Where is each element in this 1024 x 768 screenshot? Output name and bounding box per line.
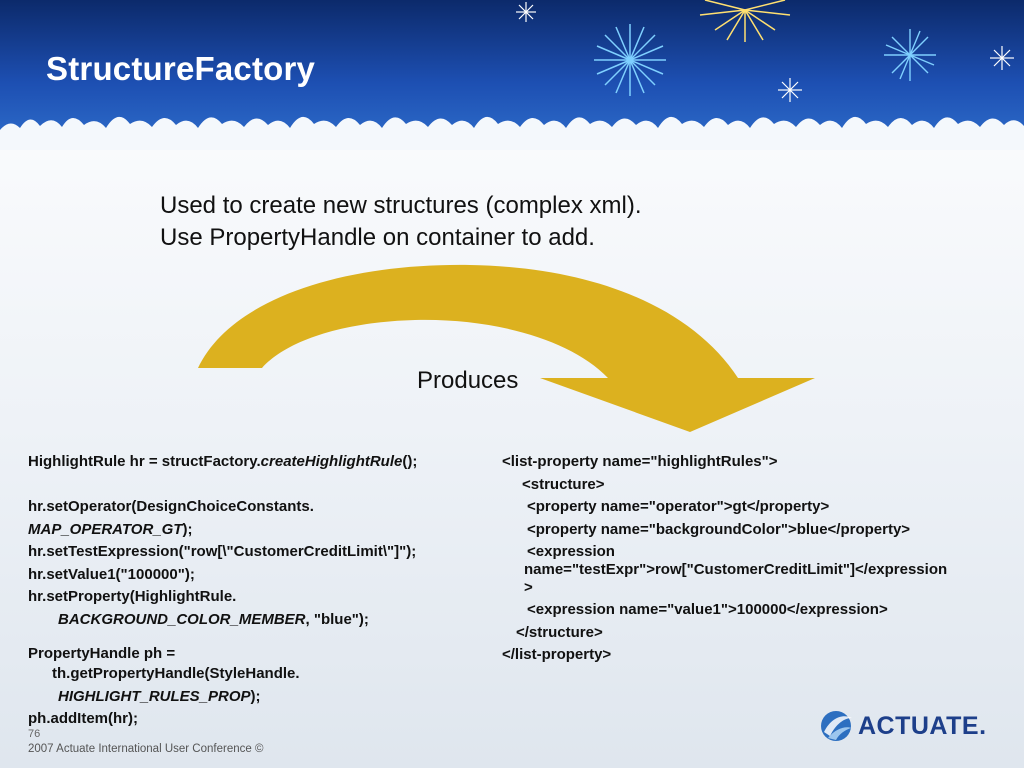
slide-number: 76: [28, 728, 41, 740]
slide-title: StructureFactory: [46, 50, 316, 87]
xml-line: </structure>: [516, 623, 603, 641]
xml-line: <list-property name="highlightRules">: [502, 453, 778, 470]
xml-line: <property name="operator">gt</property>: [527, 498, 830, 515]
code-text: );: [250, 687, 261, 705]
intro-text: Used to create new structures (complex x…: [160, 190, 642, 254]
code-line: th.getPropertyHandle(StyleHandle.: [52, 665, 300, 682]
xml-line: <expression name="testExpr">row["Custome…: [502, 541, 1022, 599]
arrow-label: Produces: [417, 367, 519, 394]
code-line: ph.addItem(hr);: [28, 710, 138, 727]
code-line: hr.setProperty(HighlightRule.: [28, 588, 237, 605]
firework-decoration: [699, 0, 791, 42]
firework-decoration: [516, 2, 536, 22]
crowd-silhouette: [0, 116, 1024, 150]
code-italic: BACKGROUND_COLOR_MEMBER: [58, 610, 306, 628]
header-banner: StructureFactory: [0, 0, 1024, 150]
firework-decoration: [594, 24, 666, 96]
code-italic: MAP_OPERATOR_GT: [28, 520, 183, 538]
curved-arrow: [198, 264, 815, 432]
intro-line-2: Use PropertyHandle on container to add.: [160, 224, 595, 251]
xml-line: </list-property>: [502, 646, 612, 663]
code-text: ();: [402, 453, 418, 470]
code-line: PropertyHandle ph =: [28, 645, 176, 662]
logo-wordmark: ACTUATE.: [858, 712, 987, 740]
java-code-block: HighlightRule hr = structFactory.createH…: [28, 451, 508, 731]
code-text: HighlightRule hr = structFactory.: [28, 453, 261, 470]
xml-text: name="testExpr">row["CustomerCreditLimit…: [524, 561, 948, 578]
xml-line: <property name="backgroundColor">blue</p…: [527, 520, 911, 538]
code-line: BACKGROUND_COLOR_MEMBER, "blue");: [28, 609, 508, 632]
code-italic: HIGHLIGHT_RULES_PROP: [58, 687, 251, 705]
code-text: );: [182, 520, 193, 538]
xml-line: <expression name="value1">100000</expres…: [527, 601, 888, 618]
code-line: HIGHLIGHT_RULES_PROP);: [28, 686, 508, 709]
firework-decoration: [778, 78, 802, 102]
code-line: hr.setOperator(DesignChoiceConstants.: [28, 498, 314, 515]
code-line: hr.setTestExpression("row[\"CustomerCred…: [28, 543, 417, 560]
firework-decoration: [884, 29, 936, 81]
actuate-logo-icon: [821, 711, 852, 741]
code-line: MAP_OPERATOR_GT);: [28, 519, 508, 542]
firework-decoration: [990, 46, 1014, 70]
footer-text: 2007 Actuate International User Conferen…: [28, 743, 264, 755]
code-italic: createHighlightRule: [260, 453, 403, 470]
xml-code-block: <list-property name="highlightRules"> <s…: [502, 451, 1022, 667]
xml-text: >: [524, 579, 533, 596]
code-line: hr.setValue1("100000");: [28, 565, 195, 583]
xml-line: <structure>: [522, 475, 605, 493]
intro-line-1: Used to create new structures (complex x…: [160, 192, 642, 219]
code-line: HighlightRule hr = structFactory.createH…: [28, 451, 508, 474]
xml-text: <expression: [527, 543, 615, 560]
code-text: , "blue");: [305, 610, 369, 628]
